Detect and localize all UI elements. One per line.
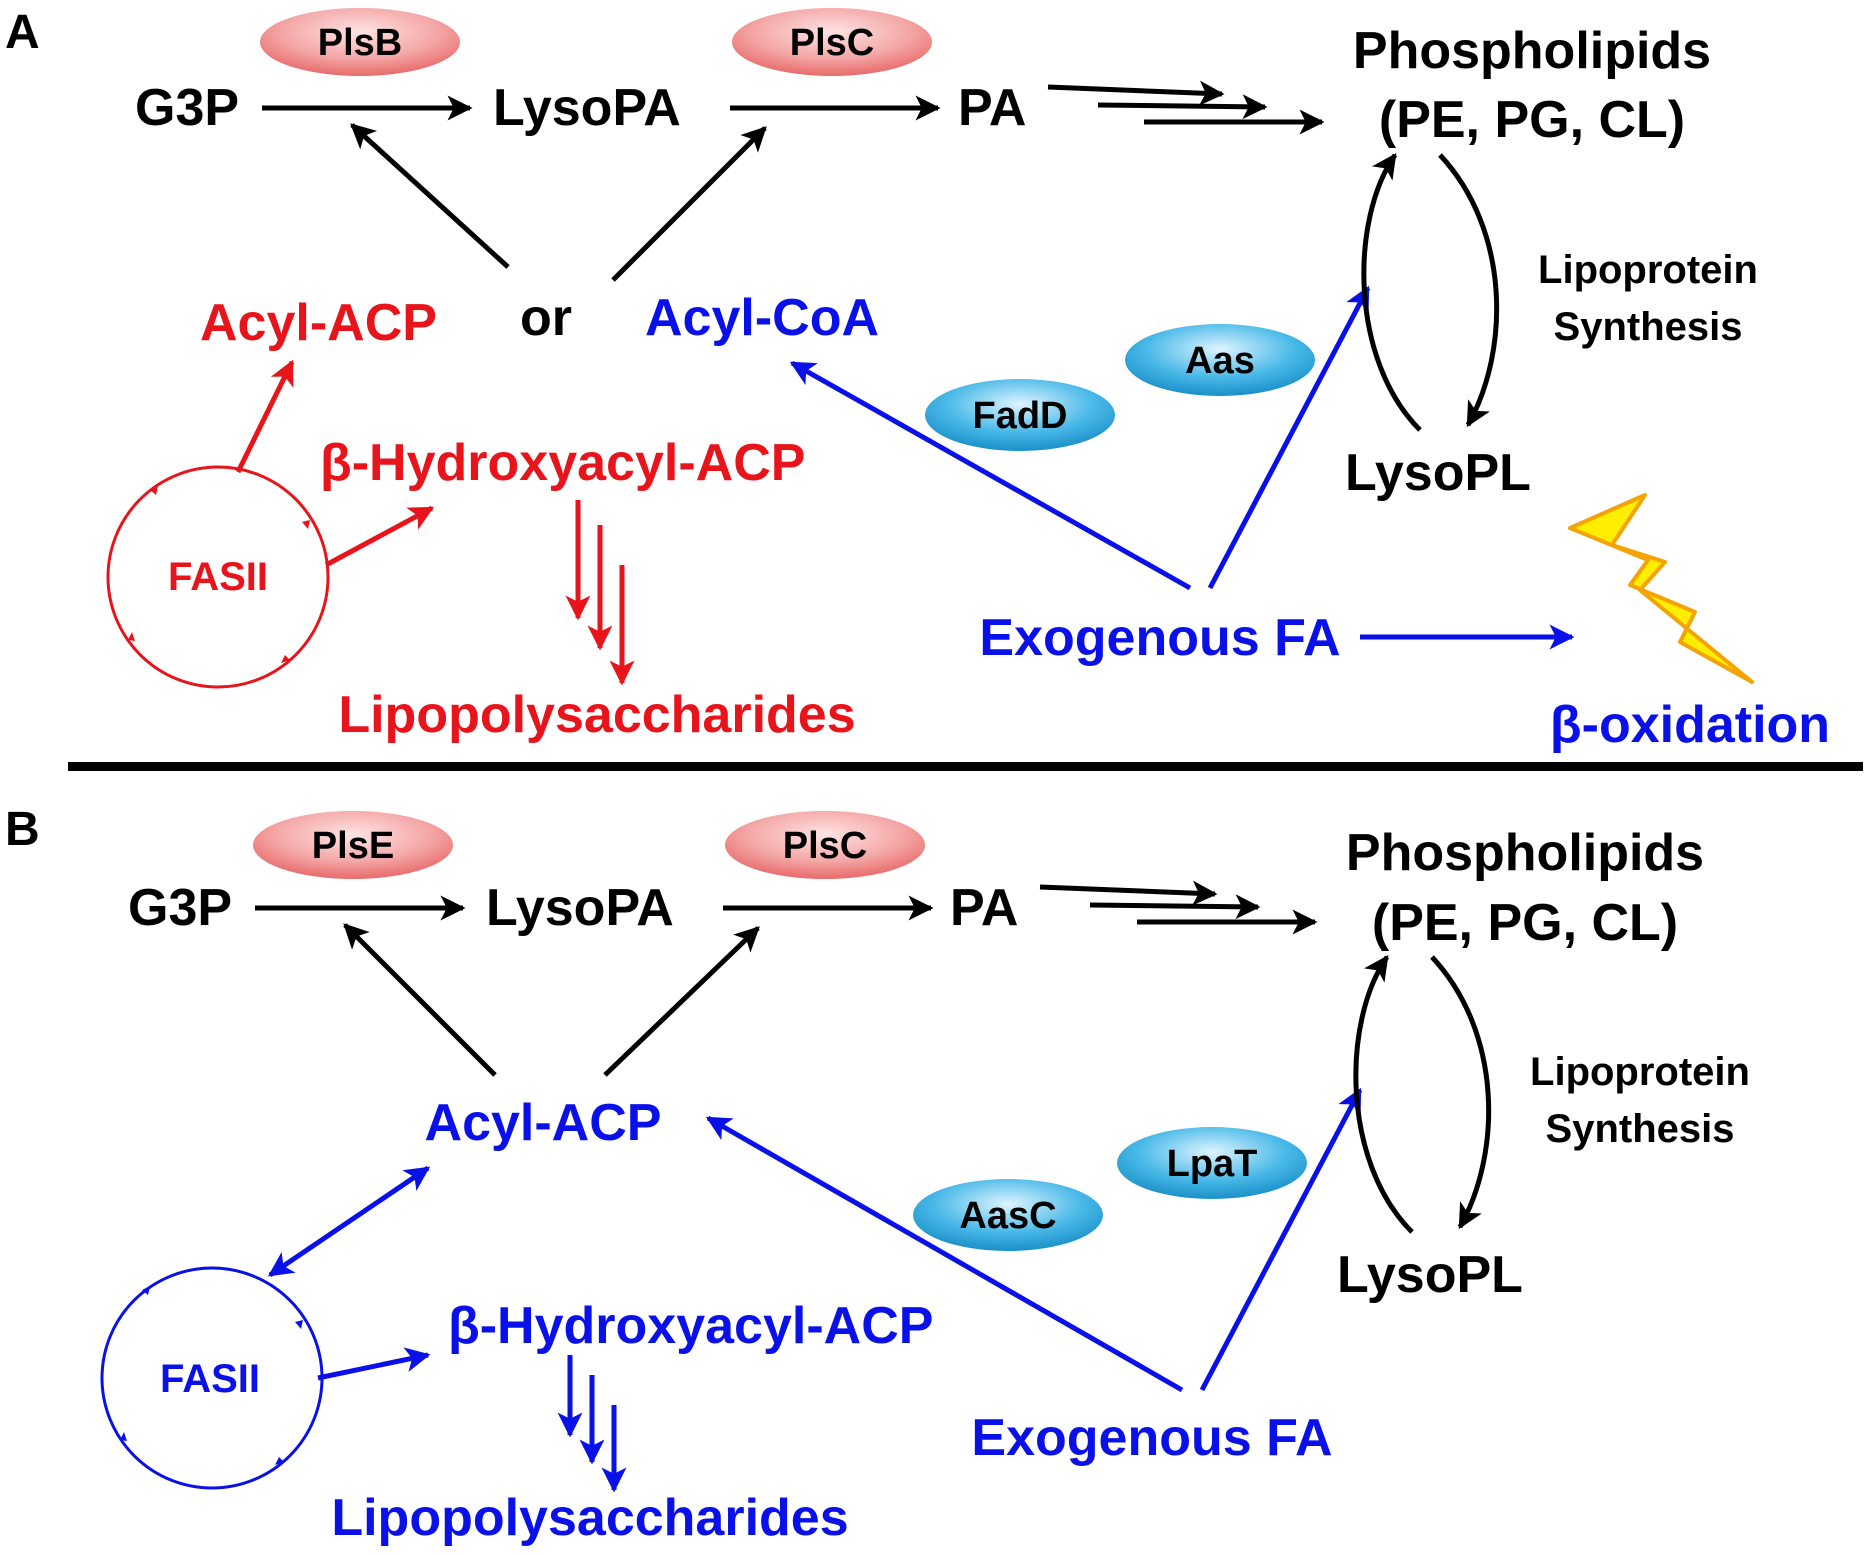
svg-text:Aas: Aas bbox=[1185, 340, 1255, 382]
svg-text:PlsB: PlsB bbox=[318, 22, 402, 64]
lps-label: Lipopolysaccharides bbox=[338, 686, 855, 744]
enzyme-plse: PlsE bbox=[253, 811, 453, 879]
lipoprotein-cycle bbox=[1361, 152, 1500, 432]
panel-b-label: B bbox=[5, 803, 40, 856]
svg-text:PlsC: PlsC bbox=[790, 22, 874, 64]
enzyme-plsb: PlsB bbox=[260, 8, 460, 76]
lipoprotein-cycle-b bbox=[1353, 954, 1492, 1234]
acyl-acp-label: Acyl-ACP bbox=[200, 294, 437, 352]
pa-label-b: PA bbox=[950, 879, 1018, 937]
lps-label-b: Lipopolysaccharides bbox=[331, 1489, 848, 1547]
lysopa-label-b: LysoPA bbox=[486, 879, 674, 937]
enzyme-aasc: AasC bbox=[913, 1179, 1103, 1251]
svg-text:FadD: FadD bbox=[973, 395, 1068, 437]
pa-label: PA bbox=[958, 79, 1026, 137]
lipoprotein-label: Lipoprotein bbox=[1538, 248, 1758, 292]
lysopa-label: LysoPA bbox=[493, 79, 681, 137]
exogenous-arrows-b bbox=[705, 1087, 1363, 1393]
beta-oxidation-label: β-oxidation bbox=[1550, 696, 1830, 754]
main-arrows bbox=[262, 80, 1325, 282]
fasii-cycle: FASII bbox=[106, 465, 330, 689]
enzyme-plsc: PlsC bbox=[732, 8, 932, 76]
fasii-arrows-b bbox=[267, 1165, 431, 1381]
hydroxyacyl-acp-label: β-Hydroxyacyl-ACP bbox=[320, 434, 805, 492]
fasii-label-b: FASII bbox=[160, 1357, 260, 1401]
lysopl-label: LysoPL bbox=[1345, 444, 1531, 502]
svg-text:AasC: AasC bbox=[959, 1195, 1056, 1237]
g3p-label-b: G3P bbox=[128, 879, 232, 937]
lps-arrows bbox=[565, 500, 635, 686]
g3p-label: G3P bbox=[135, 79, 239, 137]
synthesis-label-b: Synthesis bbox=[1546, 1107, 1735, 1151]
svg-text:PlsC: PlsC bbox=[783, 825, 867, 867]
phospholipids-label-b: Phospholipids bbox=[1346, 824, 1704, 882]
panel-divider bbox=[68, 762, 1863, 771]
svg-text:LpaT: LpaT bbox=[1167, 1143, 1258, 1185]
lightning-icon bbox=[1568, 493, 1754, 684]
acyl-coa-label: Acyl-CoA bbox=[645, 289, 879, 347]
fasii-arrows bbox=[235, 359, 435, 568]
panel-a: A PlsB PlsC G3P LysoPA PA Phospholipids … bbox=[5, 6, 1830, 754]
hydroxyacyl-acp-label-b: β-Hydroxyacyl-ACP bbox=[448, 1297, 933, 1355]
enzyme-lpat: LpaT bbox=[1117, 1127, 1307, 1199]
panel-b: B PlsE PlsC G3P LysoPA PA Phospholipids … bbox=[5, 803, 1750, 1547]
or-label: or bbox=[520, 289, 572, 347]
enzyme-aas: Aas bbox=[1125, 324, 1315, 396]
phospholipids-label: Phospholipids bbox=[1353, 22, 1711, 80]
enzyme-fadd: FadD bbox=[925, 379, 1115, 451]
main-arrows-b bbox=[255, 880, 1318, 1077]
exogenous-fa-label: Exogenous FA bbox=[979, 609, 1340, 667]
panel-a-label: A bbox=[5, 6, 40, 59]
fasii-cycle-b: FASII bbox=[100, 1266, 324, 1490]
acyl-acp-label-b: Acyl-ACP bbox=[425, 1094, 662, 1152]
phospholipid-types-label-b: (PE, PG, CL) bbox=[1372, 894, 1678, 952]
fasii-label: FASII bbox=[168, 555, 268, 599]
lipoprotein-label-b: Lipoprotein bbox=[1530, 1050, 1750, 1094]
exogenous-fa-label-b: Exogenous FA bbox=[971, 1409, 1332, 1467]
lps-arrows-b bbox=[557, 1355, 627, 1493]
phospholipid-types-label: (PE, PG, CL) bbox=[1379, 91, 1685, 149]
exogenous-arrows bbox=[789, 285, 1575, 650]
lysopl-label-b: LysoPL bbox=[1337, 1246, 1523, 1304]
enzyme-plsc-b: PlsC bbox=[725, 811, 925, 879]
synthesis-label: Synthesis bbox=[1554, 305, 1743, 349]
svg-text:PlsE: PlsE bbox=[312, 825, 394, 867]
